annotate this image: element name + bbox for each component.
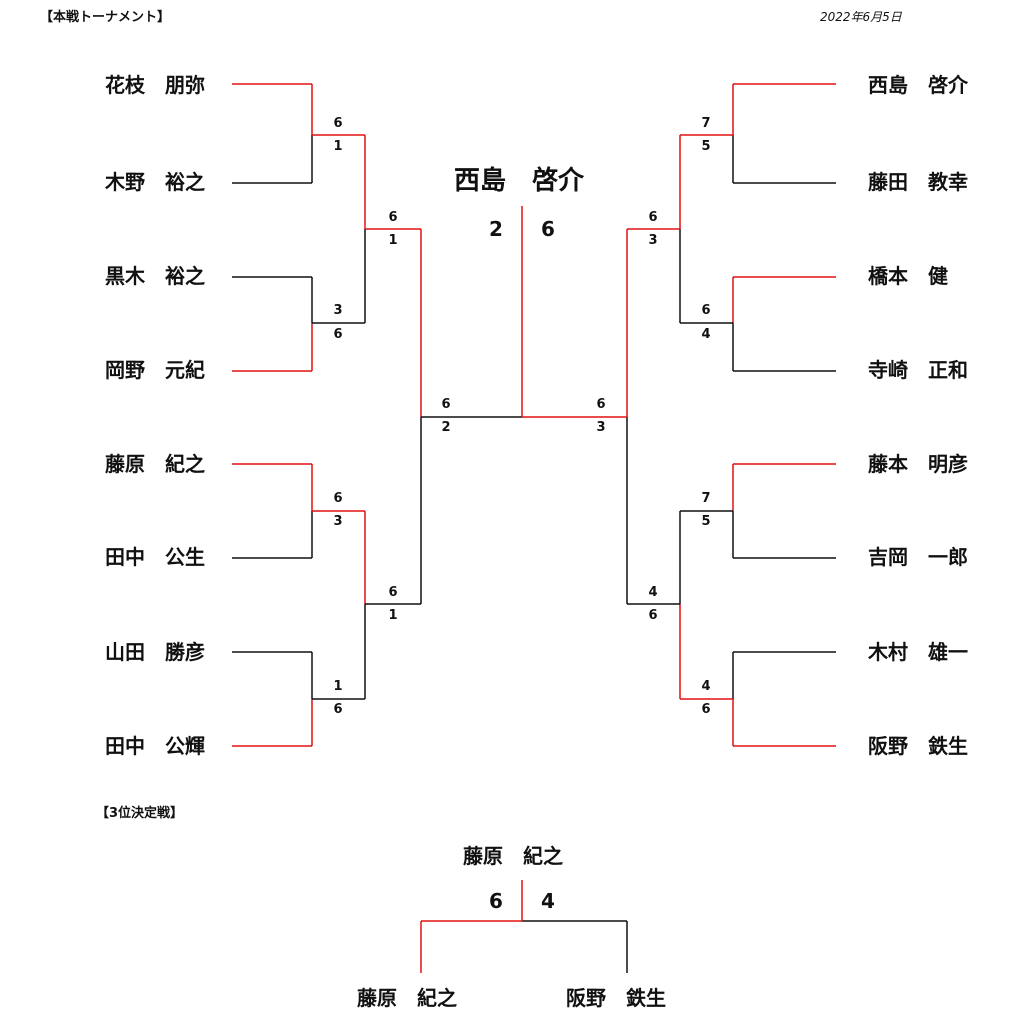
left-r2-m1-score-top: 6	[388, 210, 398, 225]
left-sf-score-bottom: 2	[441, 420, 451, 435]
third-place-score-right: 4	[541, 889, 555, 913]
right-r2-m2-score-bottom: 6	[648, 608, 658, 623]
left-r2-m2-score-bottom: 1	[388, 608, 398, 623]
third-place-left-player: 藤原 紀之	[357, 986, 457, 1010]
right-player-4: 寺崎 正和	[868, 358, 968, 382]
right-player-6: 吉岡 一郎	[868, 545, 968, 569]
right-r1-m2-score-top: 6	[701, 303, 711, 318]
left-r1-m1-score-bottom: 1	[333, 139, 343, 154]
right-sf-score-bottom: 3	[596, 420, 606, 435]
third-place-score-left: 6	[489, 889, 503, 913]
right-player-3: 橋本 健	[868, 264, 948, 288]
right-r2-m2-score-top: 4	[648, 585, 658, 600]
left-sf-score-top: 6	[441, 397, 451, 412]
left-player-6: 田中 公生	[105, 545, 205, 569]
right-r1-m1-score-bottom: 5	[701, 139, 711, 154]
left-player-3: 黒木 裕之	[105, 264, 205, 288]
left-player-7: 山田 勝彦	[105, 640, 205, 664]
right-r1-m1-score-top: 7	[701, 116, 711, 131]
right-r2-m1-score-bottom: 3	[648, 233, 658, 248]
left-r1-m3-score-bottom: 3	[333, 514, 343, 529]
final-score-left: 2	[489, 217, 503, 241]
right-r1-m2-score-bottom: 4	[701, 327, 711, 342]
left-player-2: 木野 裕之	[105, 170, 205, 194]
right-r1-m3-score-top: 7	[701, 491, 711, 506]
right-r1-m4-score-top: 4	[701, 679, 711, 694]
right-player-8: 阪野 鉄生	[868, 734, 968, 758]
left-r1-m2-score-bottom: 6	[333, 327, 343, 342]
left-r1-m2-score-top: 3	[333, 303, 343, 318]
right-player-1: 西島 啓介	[868, 73, 968, 97]
left-r1-m4-score-top: 1	[333, 679, 343, 694]
champion-name: 西島 啓介	[454, 166, 585, 196]
right-r1-m3-score-bottom: 5	[701, 514, 711, 529]
tournament-date: 2022年6月5日	[820, 10, 902, 24]
third-place-title: 【3位決定戦】	[96, 806, 184, 821]
left-r1-m3-score-top: 6	[333, 491, 343, 506]
left-player-5: 藤原 紀之	[105, 452, 205, 476]
right-r1-m4-score-bottom: 6	[701, 702, 711, 717]
right-sf-score-top: 6	[596, 397, 606, 412]
left-r2-m2-score-top: 6	[388, 585, 398, 600]
right-r2-m1-score-top: 6	[648, 210, 658, 225]
final-score-right: 6	[541, 217, 555, 241]
left-r1-m1-score-top: 6	[333, 116, 343, 131]
left-player-4: 岡野 元紀	[105, 358, 205, 382]
third-place-winner: 藤原 紀之	[463, 844, 563, 868]
left-r1-m4-score-bottom: 6	[333, 702, 343, 717]
left-player-8: 田中 公輝	[105, 734, 205, 758]
right-player-7: 木村 雄一	[868, 640, 968, 664]
third-place-right-player: 阪野 鉄生	[566, 986, 666, 1010]
right-player-2: 藤田 教幸	[868, 170, 968, 194]
tournament-title: 【本戦トーナメント】	[40, 10, 171, 25]
left-r2-m1-score-bottom: 1	[388, 233, 398, 248]
left-player-1: 花枝 朋弥	[105, 73, 205, 97]
right-player-5: 藤本 明彦	[868, 452, 968, 476]
